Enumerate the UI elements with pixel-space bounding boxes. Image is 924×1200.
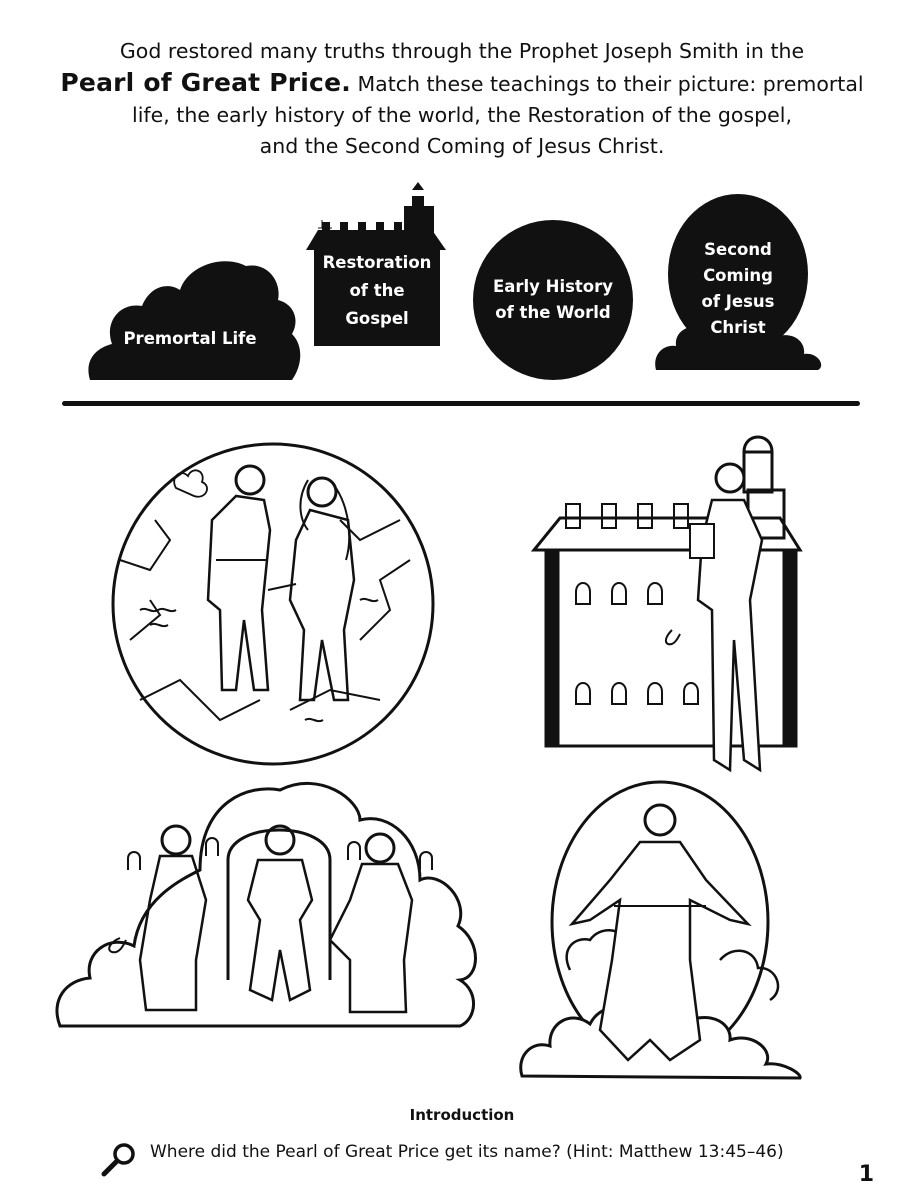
intro-line-3: life, the early history of the world, th… [132, 103, 792, 127]
intro-text: God restored many truths through the Pro… [40, 36, 884, 162]
magnifying-glass-icon [101, 1143, 135, 1177]
intro-line-2-rest: Match these teachings to their picture: … [350, 72, 864, 96]
early-history-circle[interactable]: Early History of the World [473, 220, 633, 380]
divider-line [62, 401, 860, 406]
label-shapes: Premortal Life Restoration of the Gospel… [88, 182, 822, 380]
introduction-heading: Introduction [409, 1106, 515, 1124]
intro-line-2: Pearl of Great Price. Match these teachi… [40, 67, 884, 100]
question-row: Where did the Pearl of Great Price get i… [100, 1138, 860, 1178]
second-coming-shape[interactable]: Second Coming of Jesus Christ [655, 194, 822, 370]
restoration-label-3: Gospel [345, 309, 408, 328]
early-history-label-1: Early History [493, 277, 613, 296]
restoration-building-shape[interactable]: Restoration of the Gospel [306, 182, 446, 346]
intro-line-4: and the Second Coming of Jesus Christ. [259, 134, 665, 158]
restoration-label-2: of the [349, 281, 404, 300]
second-coming-label-1: Second [704, 240, 772, 259]
book-title: Pearl of Great Price. [60, 68, 351, 97]
second-coming-picture[interactable] [519, 780, 802, 1080]
restoration-label-1: Restoration [323, 253, 432, 272]
question-text: Where did the Pearl of Great Price get i… [150, 1142, 784, 1162]
coloring-pictures [55, 435, 803, 1080]
second-coming-label-4: Christ [710, 318, 765, 337]
joseph-smith-building-picture[interactable] [530, 435, 803, 773]
second-coming-label-3: of Jesus [702, 292, 775, 311]
premortal-council-picture[interactable] [55, 782, 477, 1028]
intro-line-1: God restored many truths through the Pro… [119, 39, 805, 63]
early-history-label-2: of the World [495, 303, 610, 322]
premortal-label: Premortal Life [123, 329, 256, 348]
premortal-life-cloud[interactable]: Premortal Life [88, 261, 301, 380]
page-number: 1 [858, 1162, 874, 1187]
second-coming-label-2: Coming [703, 266, 773, 285]
adam-and-eve-picture[interactable] [111, 442, 435, 766]
